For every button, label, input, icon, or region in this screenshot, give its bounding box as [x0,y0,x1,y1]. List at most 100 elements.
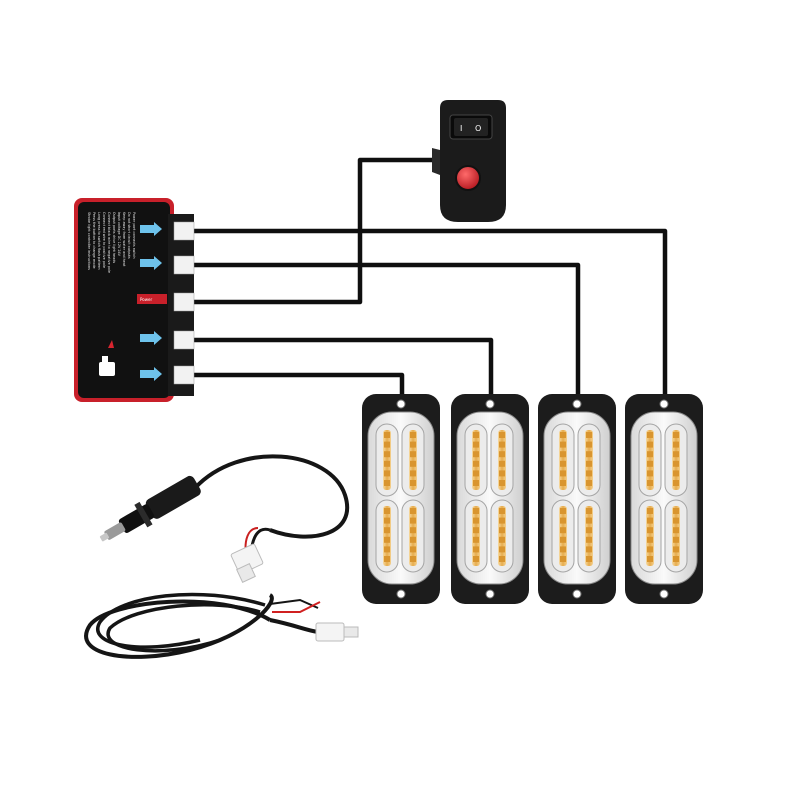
led-chip [673,546,679,553]
led-chip [410,451,416,458]
output-jacks [168,214,195,396]
arrow-icon [140,256,162,270]
instruction-line: Strobe light controller instructions [87,212,91,270]
led-chip [384,508,390,514]
led-chip [384,432,390,438]
led-chip [586,517,592,524]
led-chip [560,470,566,477]
led-chip [673,451,679,458]
led-chip [473,508,479,514]
arrow-icon [140,331,162,345]
led-chip [499,527,505,534]
led-chip [560,527,566,534]
power-port-label: Power [140,297,152,302]
led-chip [673,536,679,543]
led-chip [384,441,390,448]
led-chip [499,432,505,438]
led-chip [586,527,592,534]
led-chip [499,451,505,458]
arrow-icon [140,367,162,381]
led-chip [560,517,566,524]
led-chip [384,480,390,486]
led-chip [647,508,653,514]
port-arrows: Power [137,222,167,381]
led-chip [673,441,679,448]
led-chip [673,460,679,467]
led-chip [499,556,505,562]
led-chip [586,508,592,514]
light-head [362,394,440,604]
rocker-mark-on: I [460,124,462,133]
led-chip [560,556,566,562]
led-chip [673,556,679,562]
wire-connector [230,543,264,583]
led-chip [586,480,592,486]
led-chip [473,441,479,448]
led-chip [410,432,416,438]
led-chip [647,527,653,534]
led-chip [410,470,416,477]
led-chip [499,546,505,553]
cigarette-lighter-plug [99,454,350,583]
wire-harness [187,157,668,397]
wire-switch [187,157,443,305]
led-chip [647,536,653,543]
led-chip [586,451,592,458]
instruction-line: Do not short circuit outputs [127,212,131,259]
led-chip [499,517,505,524]
wire-head-3 [187,262,581,397]
led-chip [410,460,416,467]
led-chip [560,508,566,514]
led-chip [499,470,505,477]
led-chip [410,480,416,486]
led-chip [560,460,566,467]
led-chip [384,451,390,458]
led-chip [499,441,505,448]
led-chip [560,480,566,486]
led-chip [673,432,679,438]
led-chip [410,546,416,553]
led-chip [647,441,653,448]
instruction-line: Connect red wire to positive pole [102,212,106,268]
led-chip [586,536,592,543]
arrow-icon [140,222,162,236]
led-chip [673,480,679,486]
led-chip [647,451,653,458]
controller-box: Power Strobe light controller instructio… [74,198,195,402]
led-chip [473,536,479,543]
led-chip [647,546,653,553]
led-chip [647,480,653,486]
light-head [538,394,616,604]
led-chip [473,470,479,477]
led-chip [499,480,505,486]
led-chip [586,441,592,448]
led-chip [560,432,566,438]
led-chip [410,536,416,543]
instruction-line: Long press to switch flash pattern [97,212,101,270]
light-head [451,394,529,604]
led-chip [473,546,479,553]
led-chip [586,546,592,553]
led-chip [384,517,390,524]
led-chip [647,556,653,562]
led-chip [560,546,566,553]
led-chip [647,460,653,467]
led-chip [384,460,390,467]
switch-button [455,165,481,191]
led-chip [560,536,566,543]
led-chip [473,556,479,562]
led-chip [560,451,566,458]
led-chip [410,556,416,562]
led-chip [673,517,679,524]
led-chip [473,480,479,486]
led-chip [499,536,505,543]
power-cable [84,592,359,659]
wire-head-4 [187,228,668,397]
wire-head-1 [187,372,405,397]
led-chip [560,441,566,448]
led-chip [586,470,592,477]
rocker-mark-off: O [475,124,481,133]
led-chip [647,517,653,524]
